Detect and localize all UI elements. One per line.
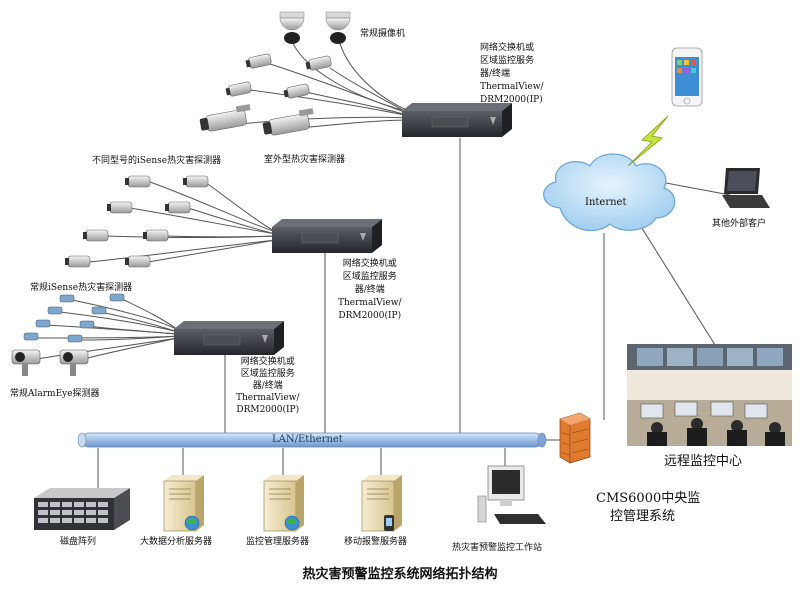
thermal-sensor-icon xyxy=(305,55,332,71)
small-sensor-icon xyxy=(67,334,83,343)
label-disk-array: 磁盘阵列 xyxy=(60,537,97,547)
bottom-switch xyxy=(174,321,284,355)
bullet-camera-icon xyxy=(262,108,314,136)
thermal-sensor-icon xyxy=(245,53,272,69)
isense-model-group xyxy=(65,175,209,268)
thermal-sensor-icon xyxy=(225,81,252,97)
remote-center-photo xyxy=(627,344,792,446)
middle-cable-fan xyxy=(87,181,277,263)
thermal-sensor-icon xyxy=(107,201,133,214)
label-cms-line2: 控管理系统 xyxy=(610,509,676,524)
thermal-sensor-icon xyxy=(183,175,209,188)
links xyxy=(29,35,731,488)
thermal-sensor-icon xyxy=(83,229,109,242)
server-tower-icon xyxy=(361,475,402,532)
label-isense-models: 不同型号的iSense热灾害探测器 xyxy=(92,156,222,166)
small-sensor-icon xyxy=(35,319,51,328)
bottom-cable-fan xyxy=(29,297,179,361)
small-sensor-icon xyxy=(91,306,107,315)
outdoor-thermal-group xyxy=(199,104,314,136)
label-middle-switch: 网络交换机或 区域监控服务 器/终端 ThermalView/ DRM2000(… xyxy=(338,259,402,321)
bullet-camera-icon xyxy=(199,104,251,132)
top-cable-fan xyxy=(239,35,413,129)
smartphone-icon xyxy=(671,47,703,107)
alarmeye-sensor-icon xyxy=(11,349,41,376)
small-sensor-icon xyxy=(59,294,75,303)
internet-cloud-icon xyxy=(543,153,676,232)
middle-switch xyxy=(272,219,382,253)
workstation-icon xyxy=(477,465,546,524)
label-workstation: 热灾害预警监控工作站 xyxy=(452,543,543,553)
dome-camera-icon xyxy=(325,11,351,44)
label-top-switch: 网络交换机或 区域监控服务 器/终端 ThermalView/ DRM2000(… xyxy=(480,43,544,105)
internet-label: Internet xyxy=(585,197,627,208)
thermal-sensor-icon xyxy=(283,83,310,99)
small-sensor-icon xyxy=(47,306,63,315)
laptop-icon xyxy=(722,168,770,208)
top-switch xyxy=(402,103,512,137)
label-conventional-camera: 常规摄像机 xyxy=(360,29,406,39)
server-tower-icon xyxy=(163,475,204,532)
small-sensor-icon xyxy=(79,320,95,329)
label-outdoor-thermal: 室外型热灾害探测器 xyxy=(264,155,346,165)
label-isense-regular: 常规iSense热灾害探测器 xyxy=(30,283,133,293)
label-remote-center: 远程监控中心 xyxy=(664,454,743,469)
server-tower-icon xyxy=(263,475,304,532)
disk-array-icon xyxy=(34,488,130,530)
alarmeye-sensor-icon xyxy=(59,349,89,376)
small-sensor-icon xyxy=(109,293,125,302)
wireless-lightning-icon xyxy=(627,115,669,167)
diagram-title: 热灾害预警监控系统网络拓扑结构 xyxy=(302,567,498,582)
thermal-sensor-icon xyxy=(143,229,169,242)
firewall-icon xyxy=(559,412,591,464)
small-sensor-icon xyxy=(23,332,39,341)
label-other-clients: 其他外部客户 xyxy=(712,219,767,229)
label-mobile-alarm-server: 移动报警服务器 xyxy=(344,537,408,547)
top-small-sensors xyxy=(225,53,332,99)
label-alarmeye: 常规AlarmEye探测器 xyxy=(10,389,100,399)
label-monitor-server: 监控管理服务器 xyxy=(246,537,310,547)
lan-bus xyxy=(77,432,560,448)
label-bigdata-server: 大数据分析服务器 xyxy=(140,537,213,547)
conventional-camera-group xyxy=(279,11,351,44)
label-cms-line1: CMS6000中央监 xyxy=(596,491,701,506)
thermal-sensor-icon xyxy=(165,201,191,214)
isense-regular-group xyxy=(23,293,125,343)
alarmeye-group xyxy=(11,349,89,376)
label-bottom-switch: 网络交换机或 区域监控服务 器/终端 ThermalView/ DRM2000(… xyxy=(236,357,300,415)
thermal-sensor-icon xyxy=(125,175,151,188)
lan-label: LAN/Ethernet xyxy=(272,434,343,445)
thermal-sensor-icon xyxy=(125,255,151,268)
thermal-sensor-icon xyxy=(65,255,91,268)
dome-camera-icon xyxy=(279,11,305,44)
